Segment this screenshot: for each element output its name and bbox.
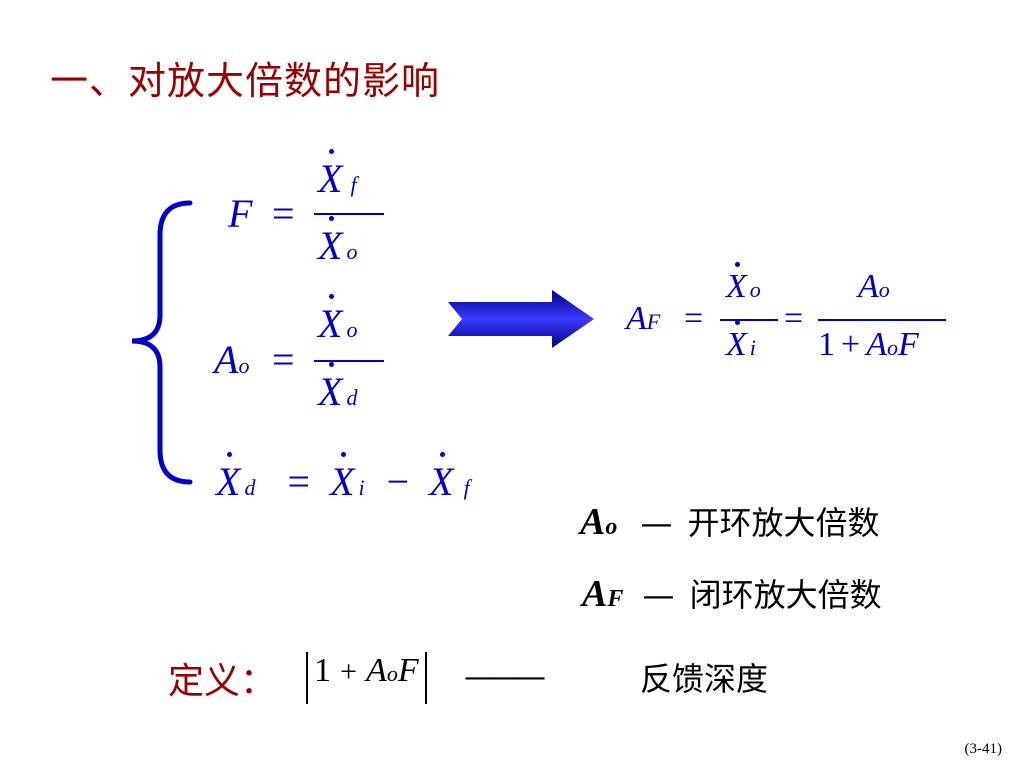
af-eq1: = [684, 300, 704, 337]
af-eq2: = [784, 300, 804, 337]
af-fraction-bar-1 [720, 319, 778, 321]
f-lhs: F [228, 191, 253, 236]
af-num2: Ao [858, 268, 890, 305]
af-lhs: AF [626, 300, 661, 337]
definition-text: 反馈深度 [640, 660, 769, 698]
af-fraction-bar-2 [818, 319, 946, 321]
legend-open-loop: Ao — 开环放大倍数 [580, 501, 880, 543]
f-eq: = [272, 191, 295, 236]
definition-row: 定义： [168, 652, 276, 704]
left-brace [131, 200, 193, 485]
legend-closed-loop: AF — 闭环放大倍数 [582, 573, 882, 615]
ao-lhs: Ao [214, 337, 250, 382]
definition-label: 定义： [168, 661, 277, 702]
page-number: (3-41) [964, 741, 1003, 757]
ao-eq: = [272, 337, 295, 382]
ao-fraction-bar [314, 360, 384, 362]
f-fraction-bar [314, 213, 384, 215]
af-den2: 1+AoF [818, 326, 919, 363]
definition-dash: ——— [464, 660, 546, 695]
slide-title: 一、对放大倍数的影响 [50, 59, 441, 103]
right-arrow-icon [448, 290, 594, 348]
abs-expression: 1 + AoF [306, 652, 427, 704]
